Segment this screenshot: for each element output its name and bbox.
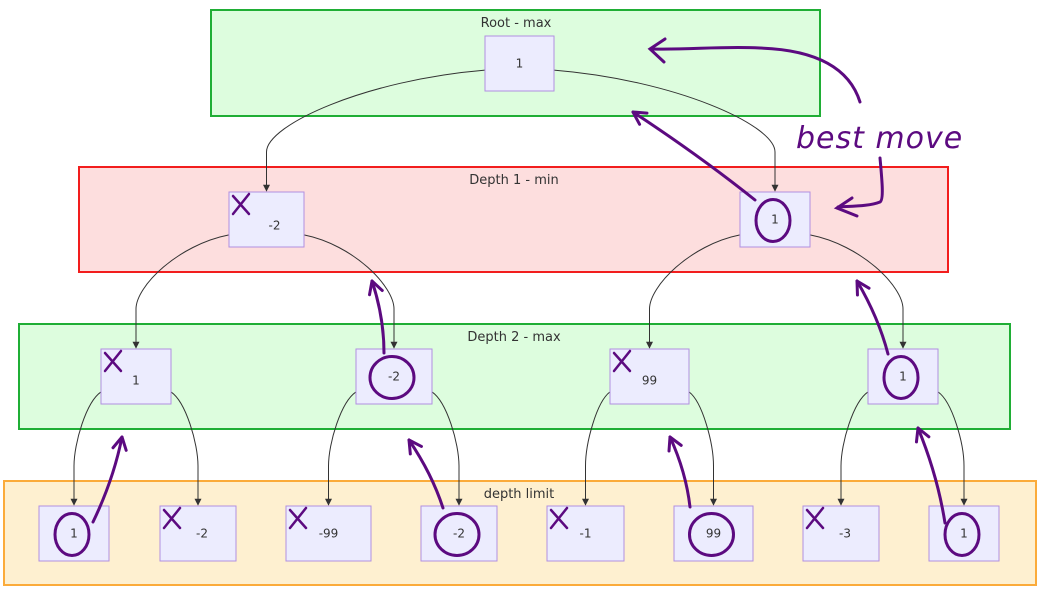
circle-mark-icon: [754, 198, 792, 243]
node-box: [673, 505, 754, 562]
edge-b-b2: [809, 234, 907, 349]
edge-b2-l8: [937, 391, 968, 506]
edge-r-b: [553, 69, 779, 192]
nodes: 1 -2 1 1 -2 99 1 1 -2 -99 -2 -1 99 -3 1: [38, 35, 1000, 562]
edge-r-a: [263, 69, 486, 192]
edge-b1-l5: [582, 391, 611, 506]
node-l2[interactable]: -2: [159, 505, 237, 562]
node-value: 1: [960, 527, 968, 541]
arrowhead-icon: [855, 279, 871, 297]
node-l7[interactable]: -3: [802, 505, 880, 562]
circle-mark-icon: [433, 512, 481, 557]
edge-a1-l2: [170, 391, 202, 506]
node-a1[interactable]: 1: [100, 348, 172, 405]
node-box: [100, 348, 172, 405]
edge-a-a1: [132, 234, 230, 349]
subgraph-depth1: Depth 1 - min: [78, 166, 949, 273]
arrowhead-icon: [407, 438, 423, 456]
node-value: -2: [269, 219, 281, 233]
cross-mark-icon: [805, 506, 825, 530]
propagate-arrow-l8-b2: [916, 426, 947, 525]
node-b2[interactable]: 1: [867, 348, 939, 405]
node-a[interactable]: -2: [228, 191, 305, 248]
best-move-arrow-to-depth1: [836, 156, 884, 209]
node-l8[interactable]: 1: [928, 505, 1000, 562]
subgraph-depth2-box: [18, 323, 1011, 430]
handwritten-annotations: [53, 37, 981, 557]
propagate-arrow-l4-a2: [407, 438, 445, 510]
node-box: [867, 348, 939, 405]
node-r[interactable]: 1: [484, 35, 555, 92]
edge-a2-l4: [431, 391, 463, 506]
best-move-arrow-to-root: [650, 45, 862, 104]
node-box: [928, 505, 1000, 562]
node-value: -1: [580, 527, 592, 541]
node-value: -2: [453, 527, 465, 541]
edge-a1-l1: [70, 391, 102, 506]
subgraph-depth2-title: Depth 2 - max: [467, 330, 561, 345]
arrowhead-icon: [914, 426, 931, 444]
node-value: -99: [319, 527, 339, 541]
subgraph-root-title: Root - max: [481, 16, 552, 31]
circle-mark-icon: [368, 355, 416, 400]
node-value: 99: [706, 527, 721, 541]
arrowhead-icon: [647, 37, 667, 64]
edge-a2-l3: [325, 391, 357, 506]
circle-mark-icon: [943, 512, 981, 557]
node-value: 1: [70, 527, 78, 541]
node-l3[interactable]: -99: [285, 505, 372, 562]
circle-mark-icon: [688, 512, 735, 557]
arrowhead-icon: [667, 435, 683, 453]
node-b[interactable]: 1: [739, 191, 811, 248]
cross-mark-icon: [162, 506, 182, 530]
subgraph-limit-title: depth limit: [484, 487, 555, 502]
arrowhead-icon: [631, 110, 649, 126]
cross-mark-icon: [103, 349, 123, 373]
propagate-arrow-l1-a1: [91, 435, 124, 524]
node-value: -3: [839, 527, 851, 541]
cross-mark-icon: [231, 192, 251, 216]
propagate-arrow-l6-b1: [668, 435, 692, 509]
cross-mark-icon: [549, 506, 569, 530]
node-box: [228, 191, 305, 248]
edges: [70, 69, 968, 506]
best-move-label: best move: [796, 121, 963, 156]
propagate-arrow-a2-a: [370, 279, 386, 355]
arrowhead-icon: [368, 279, 384, 297]
node-l6[interactable]: 99: [673, 505, 754, 562]
arrowhead-icon: [833, 196, 859, 218]
edge-b2-l7: [837, 391, 869, 506]
subgraph-depth-limit: depth limit: [3, 480, 1037, 586]
node-value: 1: [516, 57, 524, 71]
node-value: -2: [196, 527, 208, 541]
node-value: 1: [132, 374, 140, 388]
cross-mark-icon: [288, 506, 308, 530]
node-box: [739, 191, 811, 248]
node-value: 1: [771, 213, 779, 227]
propagate-arrow-b2-b: [855, 279, 890, 356]
cross-mark-icon: [612, 349, 632, 373]
subgraph-depth2: Depth 2 - max: [18, 323, 1011, 430]
node-value: 99: [642, 374, 657, 388]
circle-mark-icon: [53, 512, 91, 557]
node-value: -2: [388, 370, 400, 384]
node-b1[interactable]: 99: [609, 348, 690, 405]
edge-a-a2: [303, 234, 398, 349]
node-value: 1: [899, 370, 907, 384]
circle-mark-icon: [882, 355, 920, 400]
edge-b1-l6: [688, 391, 717, 506]
node-box: [484, 35, 555, 92]
node-l5[interactable]: -1: [546, 505, 625, 562]
propagate-arrow-b-r: [631, 110, 757, 202]
subgraph-depth1-title: Depth 1 - min: [469, 173, 558, 188]
edge-b-b1: [646, 234, 741, 349]
arrowhead-icon: [111, 435, 128, 452]
